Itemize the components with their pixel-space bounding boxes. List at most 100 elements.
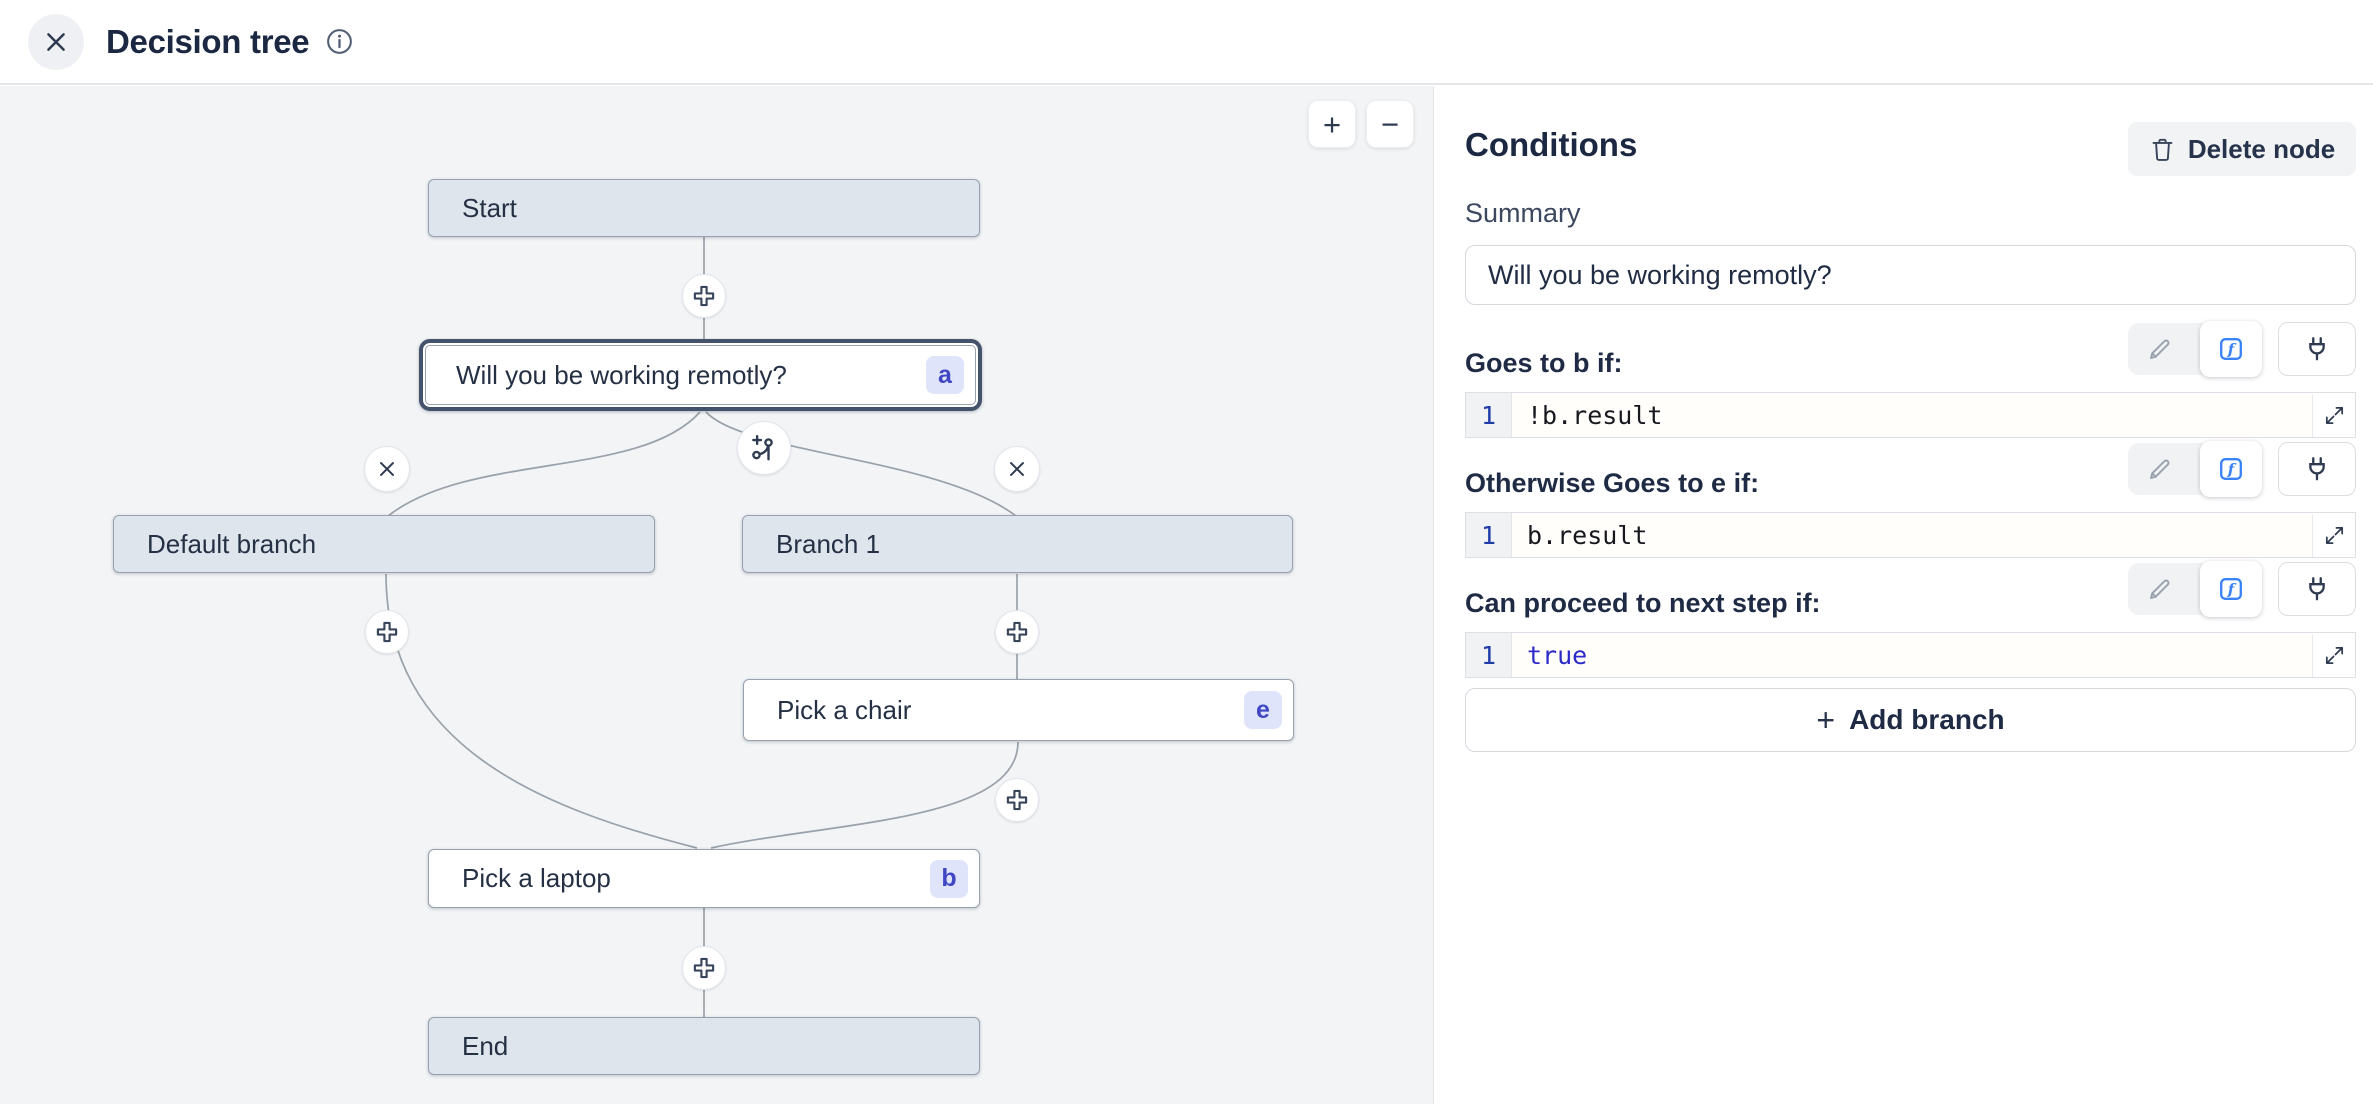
expand-icon xyxy=(2325,646,2343,665)
plus-outline-icon xyxy=(1006,789,1028,811)
zoom-out-button[interactable]: − xyxy=(1366,100,1414,148)
node-label: Pick a chair xyxy=(777,694,912,725)
condition-row-can-proceed: Can proceed to next step if: xyxy=(1465,561,2356,680)
plug-icon xyxy=(2309,457,2325,481)
text-mode-button[interactable] xyxy=(2128,563,2190,615)
expand-icon xyxy=(2325,526,2343,545)
close-button[interactable] xyxy=(28,13,84,70)
plus-icon: + xyxy=(1816,701,1836,738)
node-badge: a xyxy=(926,356,964,394)
fx-icon: f xyxy=(2220,578,2242,600)
code-editor[interactable]: 1 b.result xyxy=(1465,512,2356,558)
x-icon xyxy=(1010,462,1024,476)
text-mode-button[interactable] xyxy=(2128,443,2190,495)
line-number: 1 xyxy=(1466,393,1512,437)
code-text: true xyxy=(1527,640,1588,670)
fx-mode-button[interactable]: f xyxy=(2200,561,2262,617)
page-title: Decision tree xyxy=(106,22,310,60)
node-label: Pick a laptop xyxy=(462,863,611,893)
conditions-panel: Conditions Delete node Summary Goes to b… xyxy=(1435,86,2373,1104)
code-editor[interactable]: 1 !b.result xyxy=(1465,392,2356,438)
add-step-button[interactable] xyxy=(995,778,1039,822)
delete-branch-button[interactable] xyxy=(364,446,410,492)
node-decision-selected[interactable]: Will you be working remotly? a xyxy=(419,339,982,411)
add-step-button[interactable] xyxy=(682,274,726,318)
add-step-button[interactable] xyxy=(995,610,1039,654)
expand-editor-button[interactable] xyxy=(2312,634,2355,677)
zoom-in-button[interactable]: + xyxy=(1308,100,1356,148)
connect-source-button[interactable] xyxy=(2278,322,2356,376)
delete-node-label: Delete node xyxy=(2187,133,2336,164)
expand-icon xyxy=(2325,406,2343,425)
node-end[interactable]: End xyxy=(428,1017,980,1075)
connect-source-button[interactable] xyxy=(2278,562,2356,616)
fx-icon: f xyxy=(2220,458,2242,480)
node-label: Will you be working remotly? xyxy=(456,359,787,390)
edge-decision-default xyxy=(387,411,701,517)
editor-mode-controls: f xyxy=(2128,321,2356,377)
mode-toggle: f xyxy=(2128,561,2262,617)
expand-editor-button[interactable] xyxy=(2312,514,2355,557)
flow-canvas[interactable]: Start Will you be working remotly? a Def… xyxy=(0,86,1434,1104)
pencil-icon xyxy=(2149,459,2169,479)
add-branch-label: Add branch xyxy=(1849,704,2005,735)
condition-label: Goes to b if: xyxy=(1465,348,1623,378)
node-badge: e xyxy=(1244,691,1282,729)
code-editor[interactable]: 1 true xyxy=(1465,632,2356,678)
node-start[interactable]: Start xyxy=(428,179,980,237)
svg-text:f: f xyxy=(2227,580,2237,598)
add-step-button[interactable] xyxy=(365,610,409,654)
node-branch-1[interactable]: Branch 1 xyxy=(742,515,1293,573)
header: Decision tree xyxy=(0,0,2373,85)
plus-outline-icon xyxy=(376,621,398,643)
fx-icon: f xyxy=(2220,338,2242,360)
editor-mode-controls: f xyxy=(2128,561,2356,617)
plus-outline-icon xyxy=(693,957,715,979)
expand-editor-button[interactable] xyxy=(2312,394,2355,437)
x-icon xyxy=(380,462,394,476)
pencil-icon xyxy=(2149,339,2169,359)
condition-label: Otherwise Goes to e if: xyxy=(1465,468,1760,498)
add-branch-button[interactable]: + Add branch xyxy=(1465,688,2356,752)
info-icon[interactable] xyxy=(325,27,354,56)
line-number: 1 xyxy=(1466,633,1512,677)
edge-default-laptop xyxy=(385,573,698,849)
editor-mode-controls: f xyxy=(2128,441,2356,497)
condition-label: Can proceed to next step if: xyxy=(1465,588,1821,618)
plug-icon xyxy=(2309,577,2325,601)
node-pick-a-chair[interactable]: Pick a chair e xyxy=(743,679,1294,741)
fx-mode-button[interactable]: f xyxy=(2200,321,2262,377)
add-step-button[interactable] xyxy=(682,946,726,990)
plus-outline-icon xyxy=(1006,621,1028,643)
close-icon xyxy=(47,32,65,51)
delete-branch-button[interactable] xyxy=(994,446,1040,492)
plus-outline-icon xyxy=(693,285,715,307)
add-branch-icon xyxy=(752,434,773,461)
summary-input[interactable] xyxy=(1465,245,2356,305)
delete-node-button[interactable]: Delete node xyxy=(2128,122,2356,176)
edge-chair-laptop xyxy=(710,741,1019,849)
node-label: End xyxy=(462,1030,509,1061)
edge-decision-branch1 xyxy=(705,411,1017,517)
fx-mode-button[interactable]: f xyxy=(2200,441,2262,497)
svg-text:f: f xyxy=(2227,340,2237,358)
plug-icon xyxy=(2309,337,2325,361)
mode-toggle: f xyxy=(2128,321,2262,377)
node-label: Branch 1 xyxy=(776,528,881,559)
connect-source-button[interactable] xyxy=(2278,442,2356,496)
node-default-branch[interactable]: Default branch xyxy=(113,515,655,573)
node-badge: b xyxy=(930,859,968,898)
text-mode-button[interactable] xyxy=(2128,323,2190,375)
code-text: b.result xyxy=(1527,520,1648,550)
panel-title: Conditions xyxy=(1465,126,1638,163)
svg-text:f: f xyxy=(2227,460,2237,478)
add-branch-connector-button[interactable] xyxy=(737,421,791,475)
node-label: Default branch xyxy=(147,528,317,559)
node-label: Start xyxy=(462,192,517,223)
condition-row-goes-to-b: Goes to b if: f xyxy=(1465,321,2356,440)
mode-toggle: f xyxy=(2128,441,2262,497)
trash-icon xyxy=(2152,138,2173,161)
node-pick-a-laptop[interactable]: Pick a laptop b xyxy=(428,849,980,908)
line-number: 1 xyxy=(1466,513,1512,557)
pencil-icon xyxy=(2149,579,2169,599)
